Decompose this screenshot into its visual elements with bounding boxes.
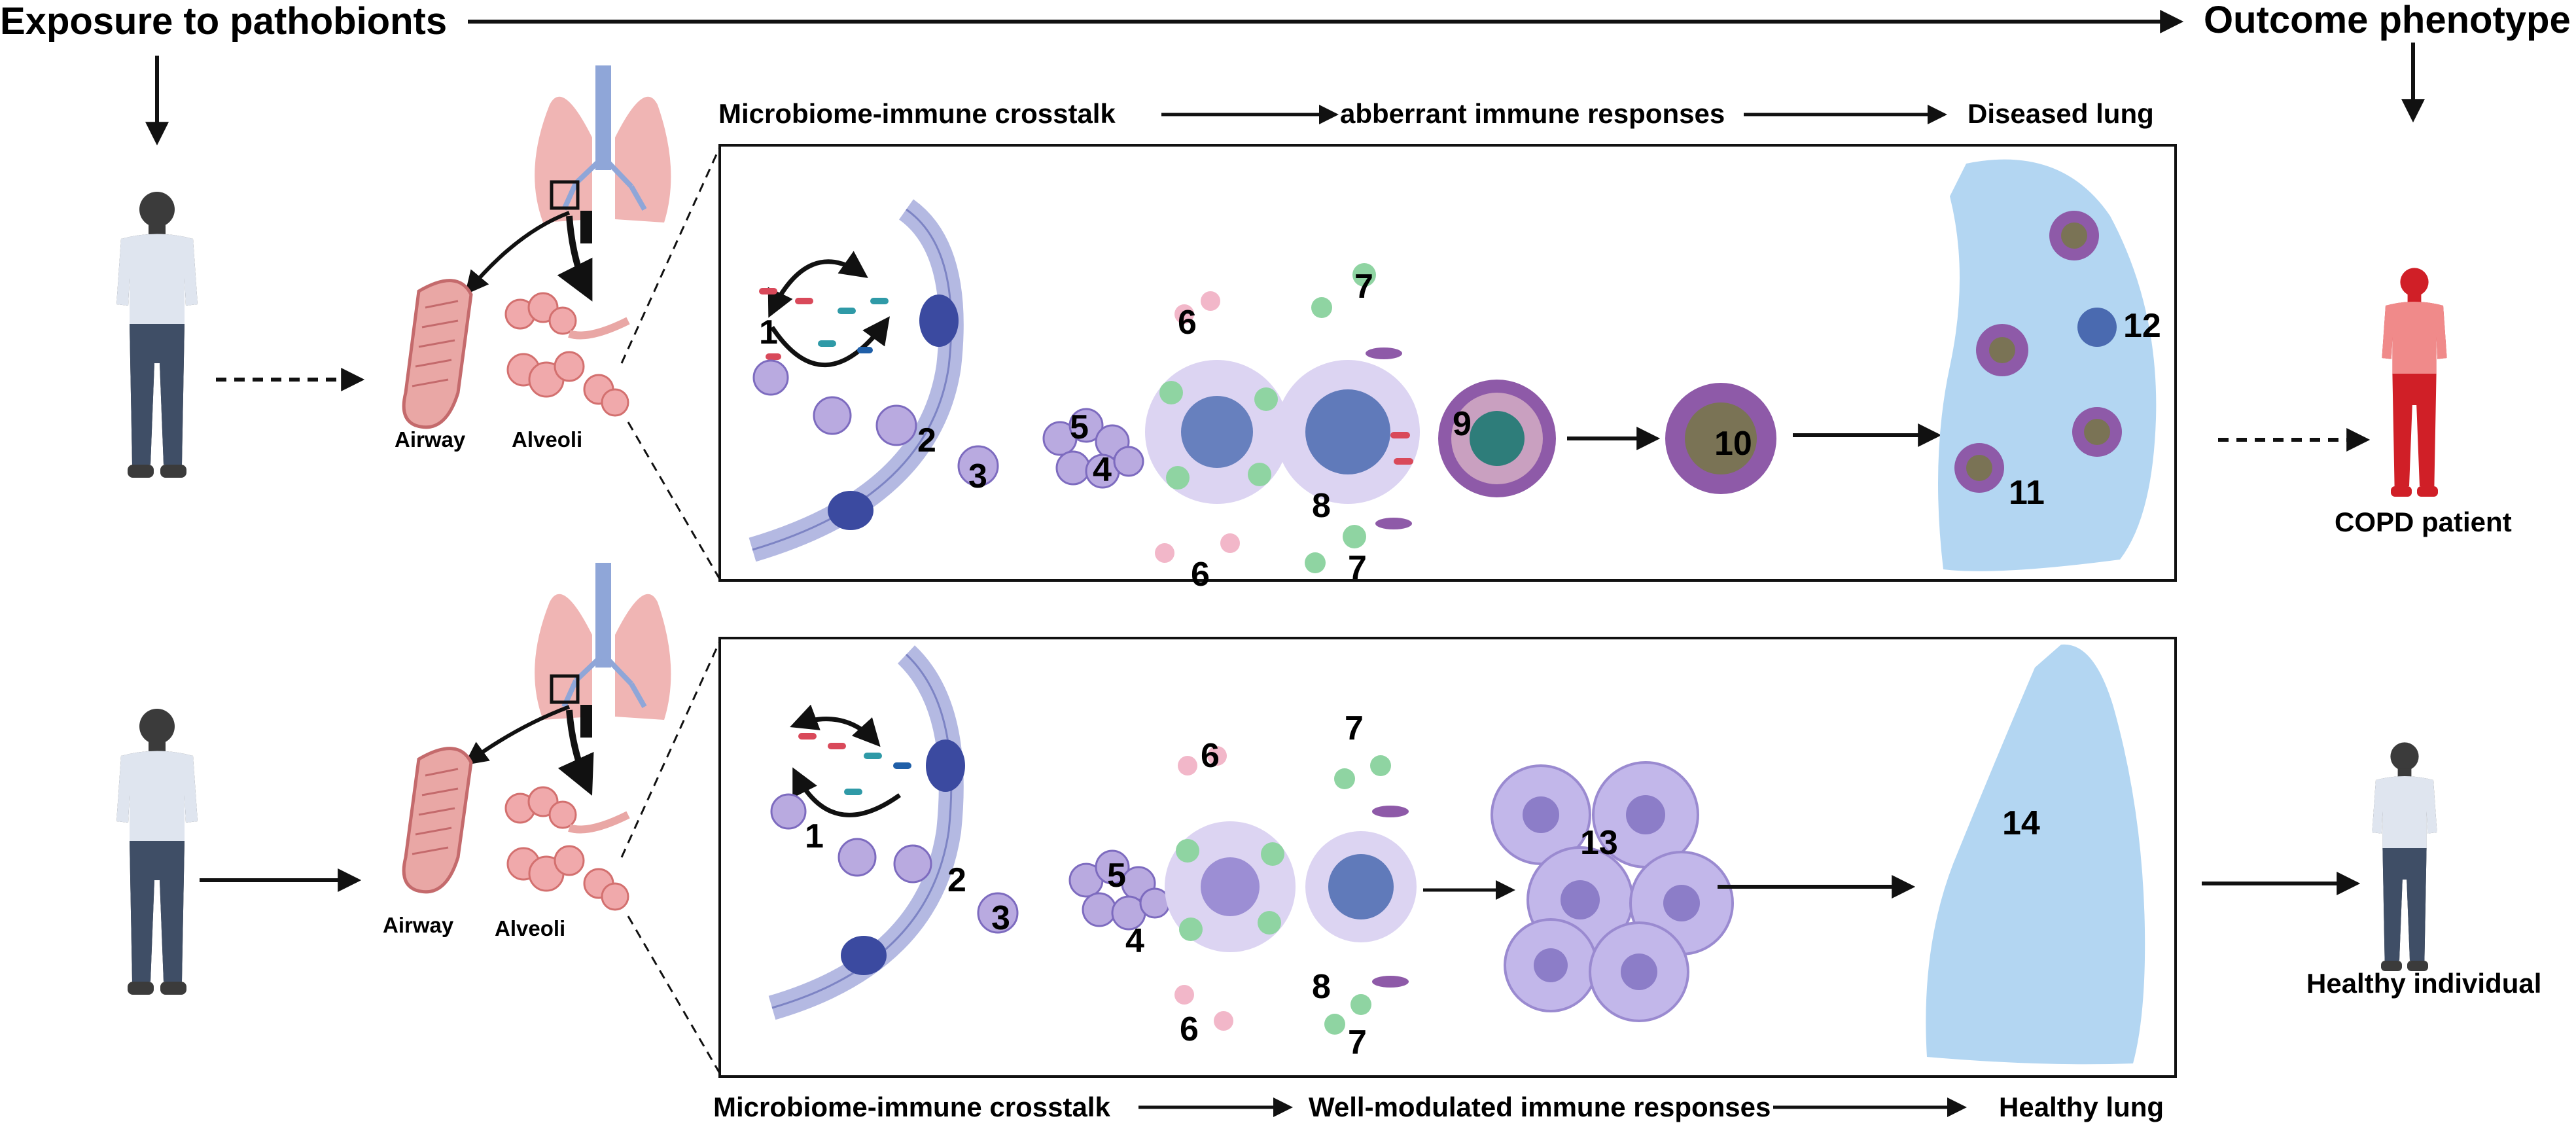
person-icon-top [116, 192, 198, 478]
bottom-macrophage-cluster-13 [1491, 761, 1734, 1022]
zoom-line-top-a [620, 147, 721, 364]
top-response-title: abberrant immune responses [1340, 98, 1725, 129]
bottom-panel-frame [718, 637, 2177, 1078]
bottom-step-14: 14 [2002, 804, 2040, 842]
top-epithelium [749, 199, 964, 562]
healthy-lung [1926, 644, 2145, 1065]
healthy-individual-label: Healthy individual [2306, 968, 2541, 999]
copd-patient-label: COPD patient [2335, 507, 2512, 537]
top-step-12: 12 [2123, 307, 2161, 345]
bottom-step-2: 2 [947, 861, 966, 899]
lung-lesions [1954, 211, 2122, 493]
top-panel-frame [718, 144, 2177, 582]
top-step-9: 9 [1453, 405, 1472, 443]
top-step-2: 2 [917, 421, 936, 459]
top-cell-cluster-6 [1145, 291, 1289, 563]
bottom-crosstalk-title: Microbiome-immune crosstalk [713, 1092, 1110, 1122]
bottom-step-6b: 6 [1180, 1010, 1199, 1048]
top-step-7b: 7 [1348, 549, 1367, 587]
bottom-step-4: 4 [1125, 922, 1144, 960]
zoom-line-bottom-b [627, 916, 721, 1074]
bottom-microbiome [790, 704, 911, 817]
top-step-10: 10 [1714, 425, 1752, 463]
airway-label-bottom: Airway [383, 913, 454, 937]
top-step-6b: 6 [1191, 556, 1210, 594]
top-granuloma-9 [1438, 380, 1556, 497]
outcome-header: Outcome phenotype [2204, 0, 2571, 41]
top-step-1: 1 [759, 313, 778, 351]
alveoli-label-top: Alveoli [512, 427, 582, 452]
bottom-step-7b: 7 [1348, 1024, 1367, 1061]
top-step-11: 11 [2009, 474, 2045, 512]
top-step-4: 4 [1093, 451, 1112, 489]
bottom-step-8: 8 [1312, 968, 1331, 1006]
bottom-cell-cluster-6 [1165, 746, 1296, 1031]
top-result-title: Diseased lung [1967, 98, 2154, 129]
zoom-line-bottom-a [620, 641, 721, 858]
top-granuloma-10 [1665, 383, 1776, 494]
bottom-step-3: 3 [991, 899, 1010, 937]
bottom-step-1: 1 [805, 817, 824, 855]
copd-patient-icon [2382, 268, 2447, 497]
top-immune-cells [752, 359, 999, 487]
bottom-immune-cells [770, 793, 1019, 934]
lung-anatomy-bottom [402, 563, 671, 911]
alveoli-label-bottom: Alveoli [495, 916, 565, 940]
bottom-response-title: Well-modulated immune responses [1309, 1092, 1771, 1122]
exposure-header: Exposure to pathobionts [0, 0, 447, 43]
bottom-step-13: 13 [1580, 824, 1618, 862]
top-cell-cluster-5 [1042, 408, 1144, 489]
bottom-cell-cluster-8 [1305, 755, 1417, 1035]
top-crosstalk-title: Microbiome-immune crosstalk [718, 98, 1116, 129]
healthy-person-icon [2372, 742, 2437, 971]
zoom-line-top-b [627, 421, 721, 580]
bottom-epithelium [768, 645, 965, 1020]
top-cell-cluster-8 [1276, 263, 1420, 573]
top-step-3: 3 [968, 457, 987, 495]
bottom-result-title: Healthy lung [1999, 1092, 2164, 1122]
top-step-7a: 7 [1354, 268, 1373, 306]
top-step-6a: 6 [1178, 304, 1197, 342]
bottom-step-6a: 6 [1201, 737, 1220, 775]
lung-anatomy-top [402, 65, 671, 429]
bottom-cell-cluster-5 [1068, 849, 1171, 931]
top-microbiome [759, 251, 890, 368]
diseased-lung [1938, 159, 2157, 571]
person-icon-bottom [116, 709, 198, 995]
bottom-step-7a: 7 [1345, 709, 1364, 747]
airway-label-top: Airway [395, 427, 466, 452]
bottom-step-5: 5 [1107, 857, 1126, 895]
top-step-5: 5 [1070, 408, 1089, 446]
top-step-8: 8 [1312, 487, 1331, 525]
